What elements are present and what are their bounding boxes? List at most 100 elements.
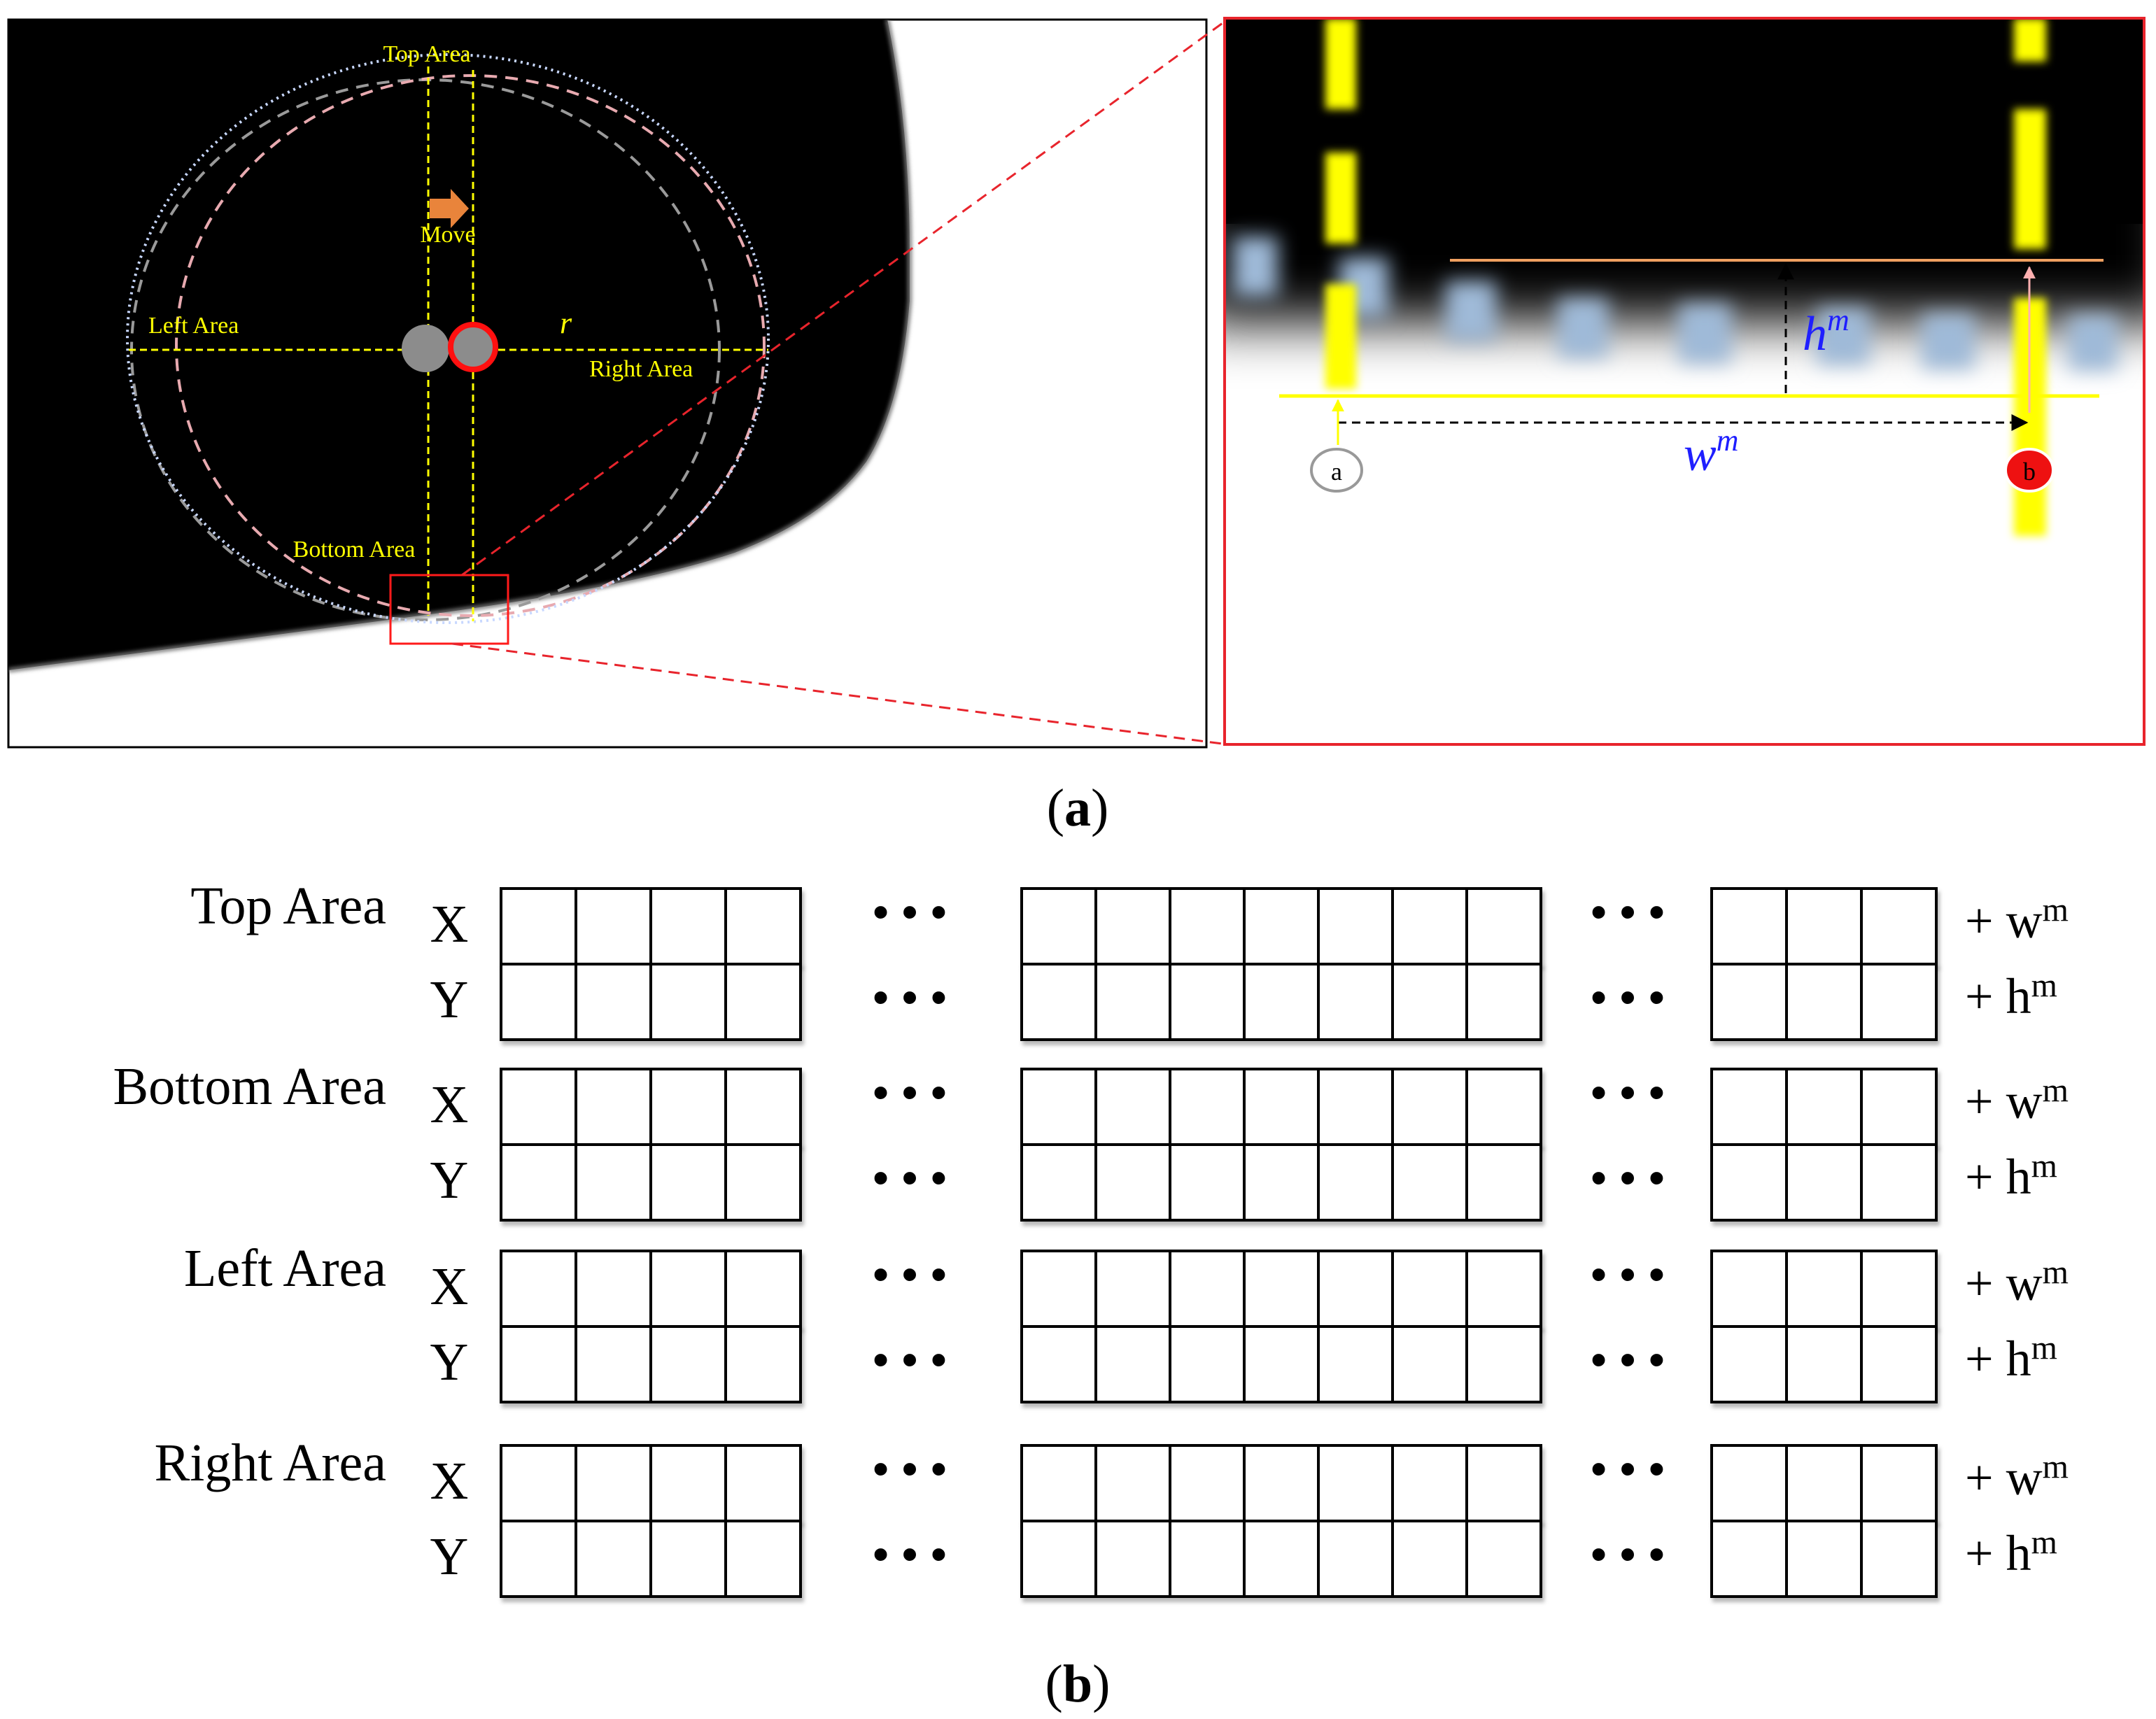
grid-cell [1094, 1444, 1171, 1522]
moved-circle [175, 74, 766, 617]
grid-cell [500, 1143, 577, 1222]
grid-cell [1317, 1068, 1394, 1146]
grid-cell [1391, 963, 1468, 1041]
grid-cell [1465, 1325, 1542, 1403]
right-area-label: Right Area [589, 356, 693, 382]
w-m-label: wm [1684, 423, 1738, 481]
grid-cell [1317, 1520, 1394, 1598]
grid-cell [1391, 1325, 1468, 1403]
ellipsis-dots: • • • [873, 971, 947, 1023]
bottom-area-label: Bottom Area [293, 537, 416, 563]
grid-cell [1020, 1068, 1097, 1146]
grid-cell [1465, 887, 1542, 965]
grid-cell [1020, 887, 1097, 965]
cell-row [500, 1250, 802, 1328]
grid-cell [1710, 1250, 1788, 1328]
zoom-panel-frame [1223, 17, 2146, 746]
y-suffix-label: + hm [1965, 1147, 2057, 1205]
grid-cell [500, 1068, 577, 1146]
left-area-label: Left Area [148, 313, 239, 339]
cell-row [1020, 1068, 1542, 1146]
cell-row [1710, 1250, 1938, 1328]
grid-cell [1860, 1250, 1938, 1328]
grid-cell [1860, 1325, 1938, 1403]
grid-cell [1243, 1325, 1320, 1403]
grid-cell [575, 1520, 652, 1598]
grid-cell [1710, 1444, 1788, 1522]
grid-cell [1317, 1250, 1394, 1328]
grid-cell [1020, 1444, 1097, 1522]
grid-cell [1317, 963, 1394, 1041]
point-b-marker [2004, 448, 2055, 493]
grid-cell [1860, 887, 1938, 965]
y-suffix-label: + hm [1965, 1329, 2057, 1387]
h-m-label: hm [1803, 303, 1849, 361]
grid-cell [1785, 1444, 1863, 1522]
grid-cell [1860, 963, 1938, 1041]
grid-cell [1860, 1143, 1938, 1222]
x-suffix-label: + wm [1965, 1254, 2069, 1311]
grid-cell [1094, 887, 1171, 965]
grid-cell [649, 963, 727, 1041]
panel-a-zoom: hm wm a b [1223, 17, 2146, 746]
zoom-source-box [389, 574, 509, 645]
grid-cell [500, 1325, 577, 1403]
cell-row [1020, 1143, 1542, 1222]
move-label: Move [420, 222, 475, 248]
grid-cell [1169, 963, 1246, 1041]
grid-cell [1094, 1520, 1171, 1598]
grid-cell [1169, 1250, 1246, 1328]
grid-cell [724, 1325, 802, 1403]
grid-cell [500, 1520, 577, 1598]
grid-cell [1317, 1325, 1394, 1403]
ellipsis-dots: • • • [1591, 971, 1665, 1023]
moved-center-dot [448, 322, 498, 372]
area-label: Bottom Area [113, 1057, 386, 1116]
grid-cell [1169, 1325, 1246, 1403]
grid-cell [649, 1068, 727, 1146]
ellipsis-dots: • • • [873, 1334, 947, 1385]
grid-cell [1465, 1068, 1542, 1146]
grid-cell [649, 1444, 727, 1522]
grid-cell [1243, 887, 1320, 965]
cell-row [1020, 887, 1542, 965]
grid-cell [649, 887, 727, 965]
cell-row [1020, 1520, 1542, 1598]
cell-row [1710, 1068, 1938, 1146]
grid-cell [1785, 1068, 1863, 1146]
grid-cell [1710, 1143, 1788, 1222]
y-suffix-label: + hm [1965, 1524, 2057, 1581]
grid-cell [1391, 1444, 1468, 1522]
grid-cell [1243, 1444, 1320, 1522]
grid-cell [724, 1143, 802, 1222]
y-suffix-label: + hm [1965, 967, 2057, 1024]
grid-cell [1785, 887, 1863, 965]
grid-cell [575, 1068, 652, 1146]
cell-row [500, 887, 802, 965]
grid-cell [724, 1250, 802, 1328]
grid-cell [1465, 1520, 1542, 1598]
grid-cell [724, 1068, 802, 1146]
x-axis-label: X [430, 1075, 469, 1134]
grid-cell [1860, 1444, 1938, 1522]
zoom-dark-core [1225, 18, 2144, 224]
caption-b: (b) [1045, 1655, 1111, 1713]
cell-row [1020, 1250, 1542, 1328]
cell-row [1710, 1444, 1938, 1522]
y-axis-label: Y [430, 1527, 469, 1586]
cell-row [1020, 963, 1542, 1041]
grid-cell [1465, 1444, 1542, 1522]
grid-cell [1094, 1325, 1171, 1403]
grid-cell [1710, 963, 1788, 1041]
x-suffix-label: + wm [1965, 1072, 2069, 1129]
grid-cell [575, 1444, 652, 1522]
grid-cell [1465, 1250, 1542, 1328]
grid-cell [1169, 1068, 1246, 1146]
grid-cell [500, 1444, 577, 1522]
ellipsis-dots: • • • [873, 1528, 947, 1580]
grid-cell [1243, 1520, 1320, 1598]
x-suffix-label: + wm [1965, 1448, 2069, 1506]
